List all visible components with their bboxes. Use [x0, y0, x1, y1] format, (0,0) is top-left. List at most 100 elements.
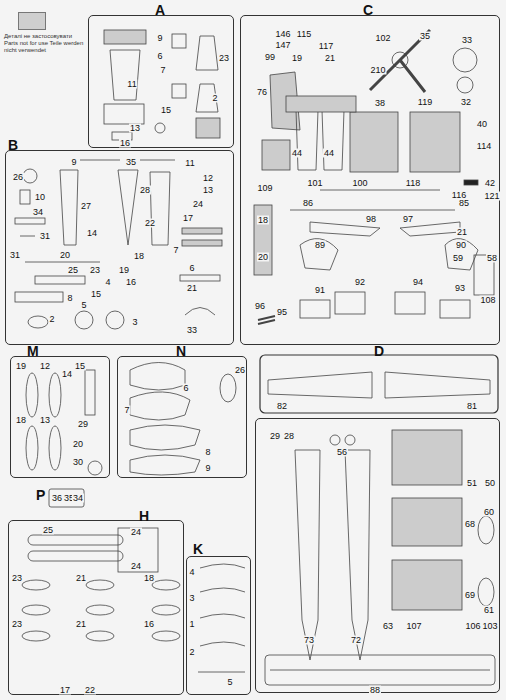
callout-number: 29 — [269, 432, 281, 441]
callout-number: 31 — [9, 251, 21, 260]
callout-number: 61 — [483, 606, 495, 615]
callout-number: 35 — [419, 32, 431, 41]
callout-number: 81 — [466, 402, 478, 411]
callout-number: 73 — [303, 636, 315, 645]
callout-number: 6 — [182, 384, 189, 393]
callout-number: 59 — [452, 254, 464, 263]
callout-number: 13 — [39, 416, 51, 425]
callout-number: 20 — [257, 253, 269, 262]
sprue-frame: B — [5, 150, 234, 345]
callout-number: 24 — [192, 200, 204, 209]
callout-number: 40 — [476, 120, 488, 129]
callout-number: 17 — [59, 686, 71, 695]
sprue-letter: D — [374, 343, 384, 359]
callout-number: 18 — [143, 574, 155, 583]
callout-number: 23 — [89, 266, 101, 275]
callout-number: 15 — [74, 362, 86, 371]
callout-number: 58 — [486, 254, 498, 263]
callout-number: 33 — [186, 326, 198, 335]
callout-number: 11 — [184, 159, 195, 168]
legend-swatch — [18, 12, 46, 30]
callout-number: 44 — [323, 149, 335, 158]
callout-number: 82 — [276, 402, 288, 411]
callout-number: 88 — [369, 686, 381, 695]
callout-number: 12 — [202, 174, 214, 183]
callout-number: 32 — [460, 98, 472, 107]
callout-number: 68 — [464, 520, 476, 529]
callout-number: 103 — [481, 622, 498, 631]
callout-number: 5 — [80, 301, 87, 310]
callout-number: 51 — [466, 479, 478, 488]
callout-number: 91 — [314, 286, 326, 295]
callout-number: 16 — [143, 620, 155, 629]
callout-number: 21 — [186, 284, 198, 293]
callout-number: 19 — [291, 54, 303, 63]
callout-number: 60 — [483, 508, 495, 517]
callout-number: 26 — [234, 366, 246, 375]
callout-number: 72 — [350, 636, 362, 645]
callout-number: 14 — [61, 370, 73, 379]
callout-number: 15 — [90, 290, 102, 299]
callout-number: 19 — [15, 362, 27, 371]
callout-number: 100 — [351, 179, 368, 188]
callout-number: 10 — [34, 193, 46, 202]
callout-number: 44 — [291, 149, 303, 158]
callout-number: 20 — [59, 251, 71, 260]
callout-number: 98 — [365, 215, 377, 224]
callout-number: 8 — [66, 294, 73, 303]
callout-number: 114 — [476, 142, 492, 151]
callout-number: 9 — [156, 34, 163, 43]
callout-number: 109 — [256, 184, 273, 193]
callout-number: 29 — [77, 420, 89, 429]
callout-number: 106 — [464, 622, 481, 631]
callout-number: 108 — [479, 296, 496, 305]
callout-number: 63 — [382, 622, 394, 631]
sprue-letter: A — [155, 2, 165, 18]
callout-number: 147 — [274, 41, 291, 50]
callout-number: 2 — [48, 315, 55, 324]
callout-number: 25 — [67, 266, 79, 275]
callout-number: 11 — [126, 80, 137, 89]
callout-number: 33 — [461, 36, 473, 45]
callout-number: 3 — [188, 594, 195, 603]
callout-number: 18 — [257, 216, 269, 225]
callout-number: 38 — [374, 99, 386, 108]
sprue-letter: H — [139, 508, 149, 524]
callout-number: 3 — [131, 318, 138, 327]
callout-number: 17 — [182, 214, 194, 223]
callout-number: 21 — [324, 54, 336, 63]
callout-number: 119 — [417, 98, 433, 107]
callout-number: 13 — [129, 124, 141, 133]
callout-number: 16 — [125, 278, 137, 287]
callout-number: 89 — [314, 241, 326, 250]
callout-number: 23 — [11, 574, 23, 583]
callout-number: 36 — [51, 494, 63, 503]
callout-number: 31 — [39, 232, 51, 241]
callout-number: 9 — [70, 158, 77, 167]
sprue-letter: K — [193, 541, 203, 557]
callout-number: 210 — [369, 66, 386, 75]
callout-number: 85 — [458, 199, 470, 208]
callout-number: 21 — [456, 228, 468, 237]
callout-number: 42 — [484, 179, 496, 188]
callout-number: 27 — [80, 202, 92, 211]
callout-number: 18 — [15, 416, 27, 425]
callout-number: 115 — [296, 30, 312, 39]
callout-number: 12 — [39, 362, 51, 371]
callout-number: 28 — [283, 432, 295, 441]
callout-number: 15 — [160, 106, 172, 115]
callout-number: 121 — [483, 192, 500, 201]
callout-number: 16 — [119, 139, 131, 148]
sprue-frame: C — [240, 15, 500, 345]
callout-number: 7 — [159, 66, 166, 75]
callout-number: 76 — [256, 88, 268, 97]
sprue-frame: D — [255, 418, 500, 693]
callout-number: 93 — [454, 284, 466, 293]
callout-number: 69 — [464, 591, 476, 600]
callout-number: 2 — [211, 94, 218, 103]
legend-text: Деталі не застосовувати Parts not for us… — [4, 33, 86, 54]
sprue-letter: P — [36, 487, 45, 503]
sprue-frame: N — [117, 356, 247, 478]
callout-number: 23 — [11, 620, 23, 629]
callout-number: 107 — [405, 622, 422, 631]
